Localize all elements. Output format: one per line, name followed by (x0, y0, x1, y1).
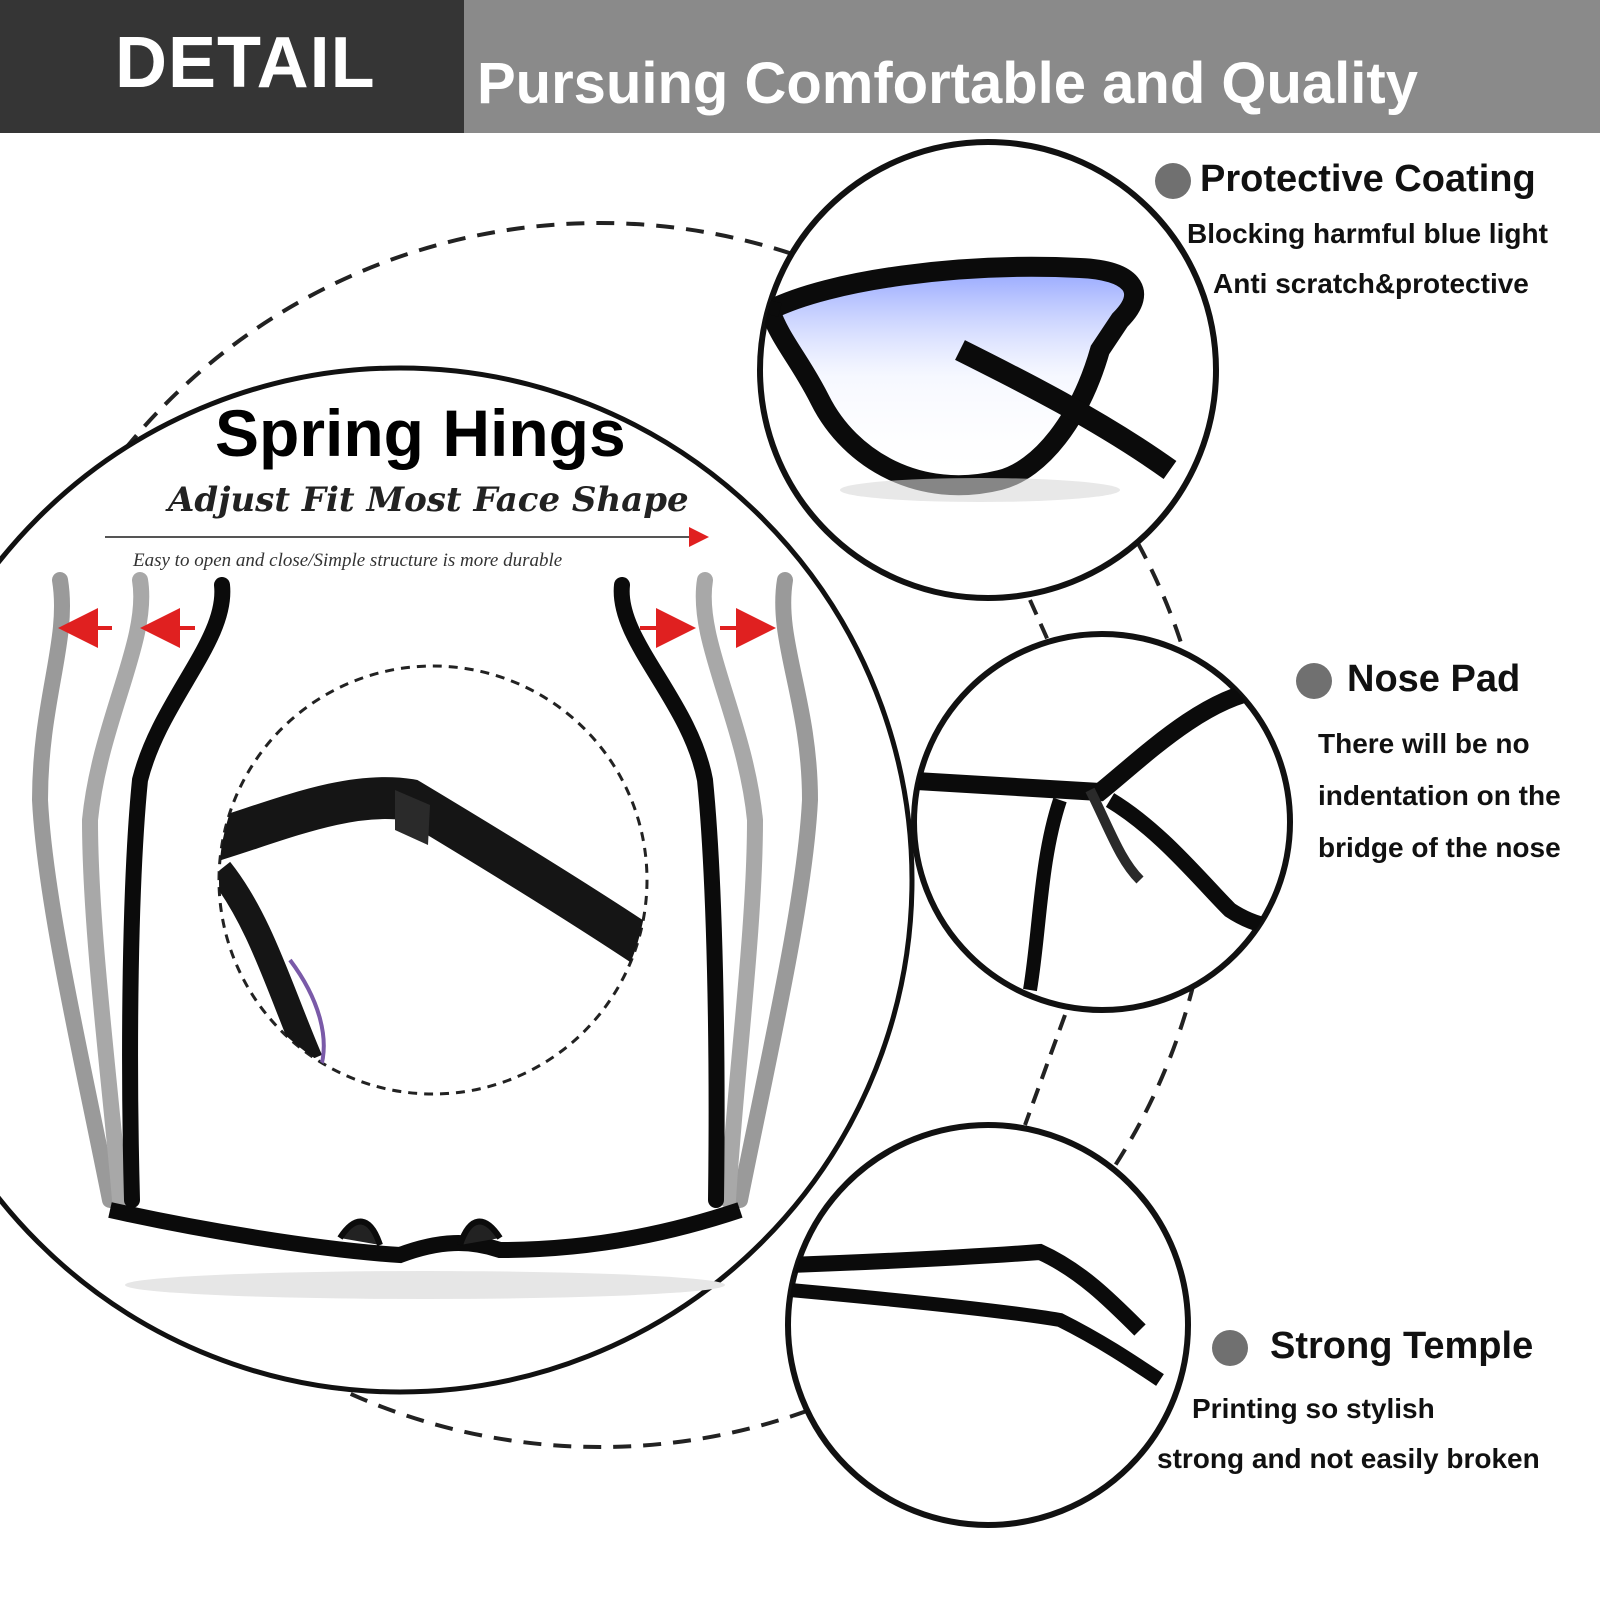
strong-temple-circle (785, 1122, 1191, 1528)
header-subtitle: Pursuing Comfortable and Quality (477, 51, 1418, 116)
hinge-closeup-image (219, 777, 647, 1071)
connector-dash-1 (1028, 599, 1052, 646)
nose-pad-bullet-icon (1296, 663, 1332, 699)
strong-temple-title: Strong Temple (1270, 1325, 1534, 1367)
strong-temple-bullet-icon (1212, 1330, 1248, 1366)
lens-closeup-image (760, 256, 1177, 502)
nose-pad-title: Nose Pad (1347, 658, 1521, 700)
connector-dash-2 (1023, 1014, 1067, 1126)
right-nose-pad (457, 1218, 503, 1247)
protective-coating-line-2: Anti scratch&protective (1213, 268, 1529, 299)
right-temple (613, 577, 725, 1208)
header-gray-panel (464, 0, 1600, 133)
nose-pad-line-3: bridge of the nose (1318, 832, 1561, 863)
left-nose-pad (337, 1218, 383, 1247)
right-temple-ghost-2 (695, 572, 764, 1208)
header-dark-panel (0, 0, 464, 133)
left-temple-ghost-2 (81, 572, 150, 1208)
hinge-detail-circle (217, 664, 649, 1096)
temple-closeup-image (789, 1243, 1164, 1386)
right-temple-ghost-1 (732, 572, 819, 1208)
nose-pad-line-2: indentation on the (1318, 780, 1561, 811)
left-temple (122, 577, 231, 1208)
strong-temple-line-2: strong and not easily broken (1157, 1443, 1540, 1474)
header-title: DETAIL (115, 23, 376, 103)
strong-temple-line-1: Printing so stylish (1192, 1393, 1435, 1424)
spring-hinge-subtitle: Adjust Fit Most Face Shape (168, 480, 689, 520)
protective-coating-bullet-icon (1155, 163, 1191, 199)
nose-pad-line-1: There will be no (1318, 728, 1530, 759)
protective-coating-line-1: Blocking harmful blue light (1187, 218, 1548, 249)
front-frame (108, 1202, 743, 1264)
frame-shadow (125, 1271, 725, 1299)
spring-hinge-note: Easy to open and close/Simple structure … (133, 550, 563, 571)
protective-coating-title: Protective Coating (1200, 158, 1536, 200)
spring-hinge-title: Spring Hings (215, 396, 626, 470)
